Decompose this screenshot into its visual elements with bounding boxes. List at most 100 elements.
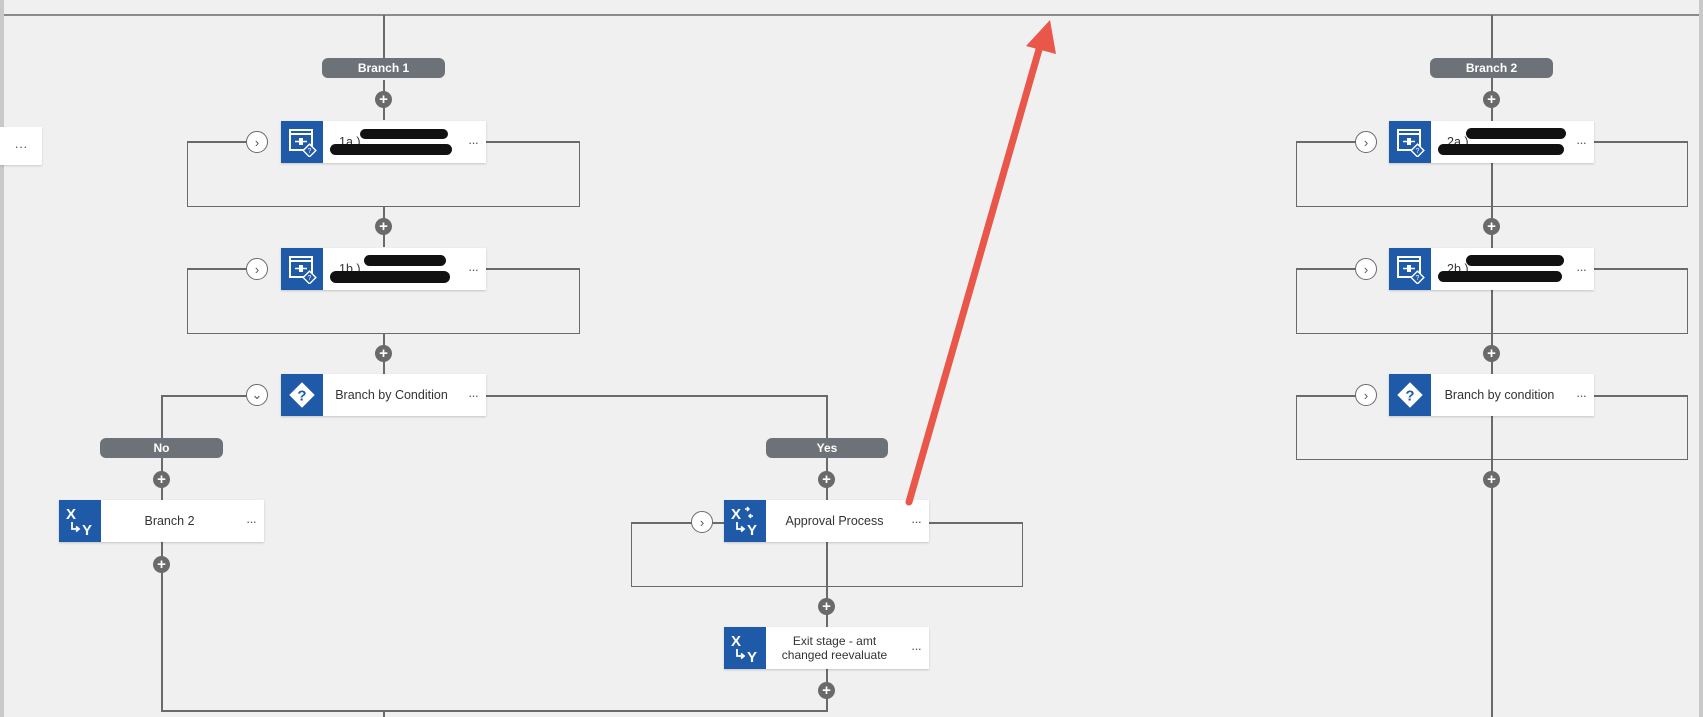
redaction-mark bbox=[1438, 144, 1564, 155]
loop-frame-1b bbox=[187, 268, 580, 334]
connector bbox=[161, 710, 828, 712]
condition-no-label[interactable]: No bbox=[100, 438, 223, 458]
svg-text:?: ? bbox=[308, 275, 312, 282]
branch-by-condition-card[interactable]: ? Branch by Condition ··· bbox=[281, 374, 486, 416]
redaction-mark bbox=[360, 129, 448, 139]
add-step-button[interactable]: + bbox=[375, 91, 392, 108]
connector bbox=[1491, 15, 1493, 717]
condition-yes-label[interactable]: Yes bbox=[766, 438, 888, 458]
connector bbox=[161, 395, 163, 711]
loop-frame-2a bbox=[1296, 141, 1688, 207]
connector bbox=[826, 395, 828, 710]
more-options-icon[interactable]: ··· bbox=[468, 387, 479, 403]
add-step-button[interactable]: + bbox=[818, 598, 835, 615]
step-label: Branch by Condition bbox=[335, 388, 448, 402]
more-options-icon[interactable]: ··· bbox=[911, 513, 922, 529]
connector bbox=[383, 710, 385, 717]
redaction-mark bbox=[1466, 128, 1566, 139]
stage-condition-icon: ? bbox=[1389, 248, 1431, 290]
connector bbox=[1594, 395, 1688, 397]
svg-text:?: ? bbox=[308, 148, 312, 155]
expand-chevron-right-icon[interactable]: › bbox=[246, 258, 268, 280]
add-step-button[interactable]: + bbox=[1483, 91, 1500, 108]
more-options-icon[interactable]: ··· bbox=[468, 261, 479, 277]
question-diamond-icon: ? bbox=[281, 374, 323, 416]
more-options-icon[interactable]: ··· bbox=[246, 513, 257, 529]
more-options-icon[interactable]: ··· bbox=[1576, 387, 1587, 403]
svg-text:?: ? bbox=[1416, 275, 1420, 282]
branch-2-label[interactable]: Branch 2 bbox=[1430, 58, 1553, 78]
connector bbox=[929, 522, 1023, 524]
svg-text:Y: Y bbox=[747, 522, 757, 538]
connector bbox=[486, 395, 828, 397]
svg-text:?: ? bbox=[1416, 148, 1420, 155]
stage-condition-icon: ? bbox=[1389, 121, 1431, 163]
svg-text:?: ? bbox=[1405, 388, 1414, 405]
expand-chevron-right-icon[interactable]: › bbox=[1355, 131, 1377, 153]
add-step-button[interactable]: + bbox=[1483, 218, 1500, 235]
step-card-1a[interactable]: ? 1a.) ··· bbox=[281, 121, 486, 163]
branch-by-condition-card[interactable]: ? Branch by condition ··· bbox=[1389, 374, 1594, 416]
add-step-button[interactable]: + bbox=[153, 471, 170, 488]
connector bbox=[1594, 141, 1688, 143]
connector bbox=[161, 395, 249, 397]
expand-chevron-right-icon[interactable]: › bbox=[1355, 384, 1377, 406]
step-label: Exit stage - amt changed reevaluate bbox=[781, 634, 888, 662]
more-options-icon[interactable]: ··· bbox=[911, 640, 922, 656]
connector bbox=[383, 15, 385, 60]
redaction-mark bbox=[330, 271, 450, 283]
offscreen-step-card[interactable]: ··· bbox=[0, 127, 42, 165]
expand-chevron-right-icon[interactable]: › bbox=[246, 131, 268, 153]
redaction-mark bbox=[1438, 271, 1562, 282]
loop-frame-2b bbox=[1296, 268, 1688, 334]
step-label: Branch 2 bbox=[144, 514, 195, 528]
canvas-right-edge bbox=[1699, 0, 1703, 717]
add-step-button[interactable]: + bbox=[818, 471, 835, 488]
add-step-button[interactable]: + bbox=[818, 682, 835, 699]
svg-text:?: ? bbox=[297, 388, 306, 405]
add-step-button[interactable]: + bbox=[1483, 471, 1500, 488]
question-diamond-icon: ? bbox=[1389, 374, 1431, 416]
connector bbox=[1296, 141, 1358, 143]
canvas-left-edge bbox=[0, 0, 4, 717]
add-step-button[interactable]: + bbox=[375, 218, 392, 235]
svg-text:X: X bbox=[731, 506, 741, 523]
add-step-button[interactable]: + bbox=[153, 556, 170, 573]
collapse-chevron-down-icon[interactable]: ⌄ bbox=[246, 384, 268, 406]
svg-text:X: X bbox=[66, 506, 76, 523]
more-options-icon[interactable]: ··· bbox=[1576, 261, 1587, 277]
expand-chevron-right-icon[interactable]: › bbox=[1355, 258, 1377, 280]
branch-1-label[interactable]: Branch 1 bbox=[322, 58, 445, 78]
add-step-button[interactable]: + bbox=[1483, 345, 1500, 362]
connector bbox=[187, 141, 249, 143]
step-label: Branch by condition bbox=[1444, 388, 1555, 402]
loop-frame-approval bbox=[631, 522, 1023, 587]
more-options-icon[interactable]: ··· bbox=[1576, 134, 1587, 150]
redaction-mark bbox=[1466, 255, 1564, 266]
loop-frame-1a bbox=[187, 141, 580, 207]
connector bbox=[1296, 268, 1358, 270]
step-label: Approval Process bbox=[785, 514, 884, 528]
connector bbox=[1296, 395, 1358, 397]
redaction-mark bbox=[364, 255, 446, 266]
top-divider bbox=[4, 14, 1703, 16]
add-step-button[interactable]: + bbox=[375, 345, 392, 362]
connector bbox=[1594, 268, 1688, 270]
more-options-icon[interactable]: ··· bbox=[14, 138, 28, 154]
svg-text:Y: Y bbox=[82, 522, 92, 538]
connector bbox=[486, 141, 580, 143]
more-options-icon[interactable]: ··· bbox=[468, 134, 479, 150]
expand-chevron-right-icon[interactable]: › bbox=[691, 511, 713, 533]
connector bbox=[187, 268, 249, 270]
svg-text:X: X bbox=[731, 633, 741, 650]
stage-condition-icon: ? bbox=[281, 248, 323, 290]
redaction-mark bbox=[330, 144, 452, 155]
